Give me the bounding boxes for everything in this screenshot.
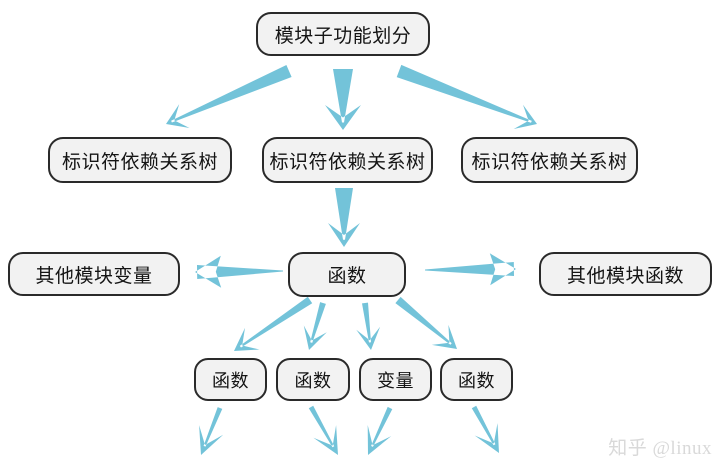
node-leaf-function-3: 函数 <box>440 358 513 401</box>
arrow-func-to-other_vars <box>195 255 283 288</box>
arrow-func-to-leaf2 <box>303 302 327 350</box>
arrow-func-to-leaf3 <box>356 302 381 350</box>
watermark-zhihu-linux: 知乎 @linux <box>608 438 712 459</box>
arrow-func-to-leaf4 <box>395 296 457 349</box>
arrow-tree2-to-func <box>328 188 360 247</box>
arrow-root-to-tree1 <box>166 65 292 128</box>
node-leaf-function-2: 函数 <box>276 358 350 401</box>
arrow-func-to-other_funcs <box>425 253 516 286</box>
node-identifier-tree-2: 标识符依赖关系树 <box>262 137 433 183</box>
node-leaf-function-1: 函数 <box>194 358 267 401</box>
node-leaf-variable: 变量 <box>359 358 432 401</box>
arrow-leaf3-to-offscreen <box>367 406 393 455</box>
arrow-root-to-tree2 <box>325 69 361 130</box>
node-other-module-variables: 其他模块变量 <box>8 252 180 296</box>
node-identifier-tree-3: 标识符依赖关系树 <box>461 137 638 183</box>
arrow-leaf4-to-offscreen <box>471 405 499 453</box>
arrow-leaf2-to-offscreen <box>308 405 338 455</box>
arrow-func-to-leaf1 <box>234 296 313 351</box>
node-other-module-functions: 其他模块函数 <box>539 252 712 296</box>
node-function-main: 函数 <box>288 252 406 297</box>
arrow-root-to-tree3 <box>396 64 537 129</box>
node-identifier-tree-1: 标识符依赖关系树 <box>48 137 232 183</box>
node-root: 模块子功能划分 <box>256 12 430 56</box>
arrow-leaf1-to-offscreen <box>199 407 224 455</box>
